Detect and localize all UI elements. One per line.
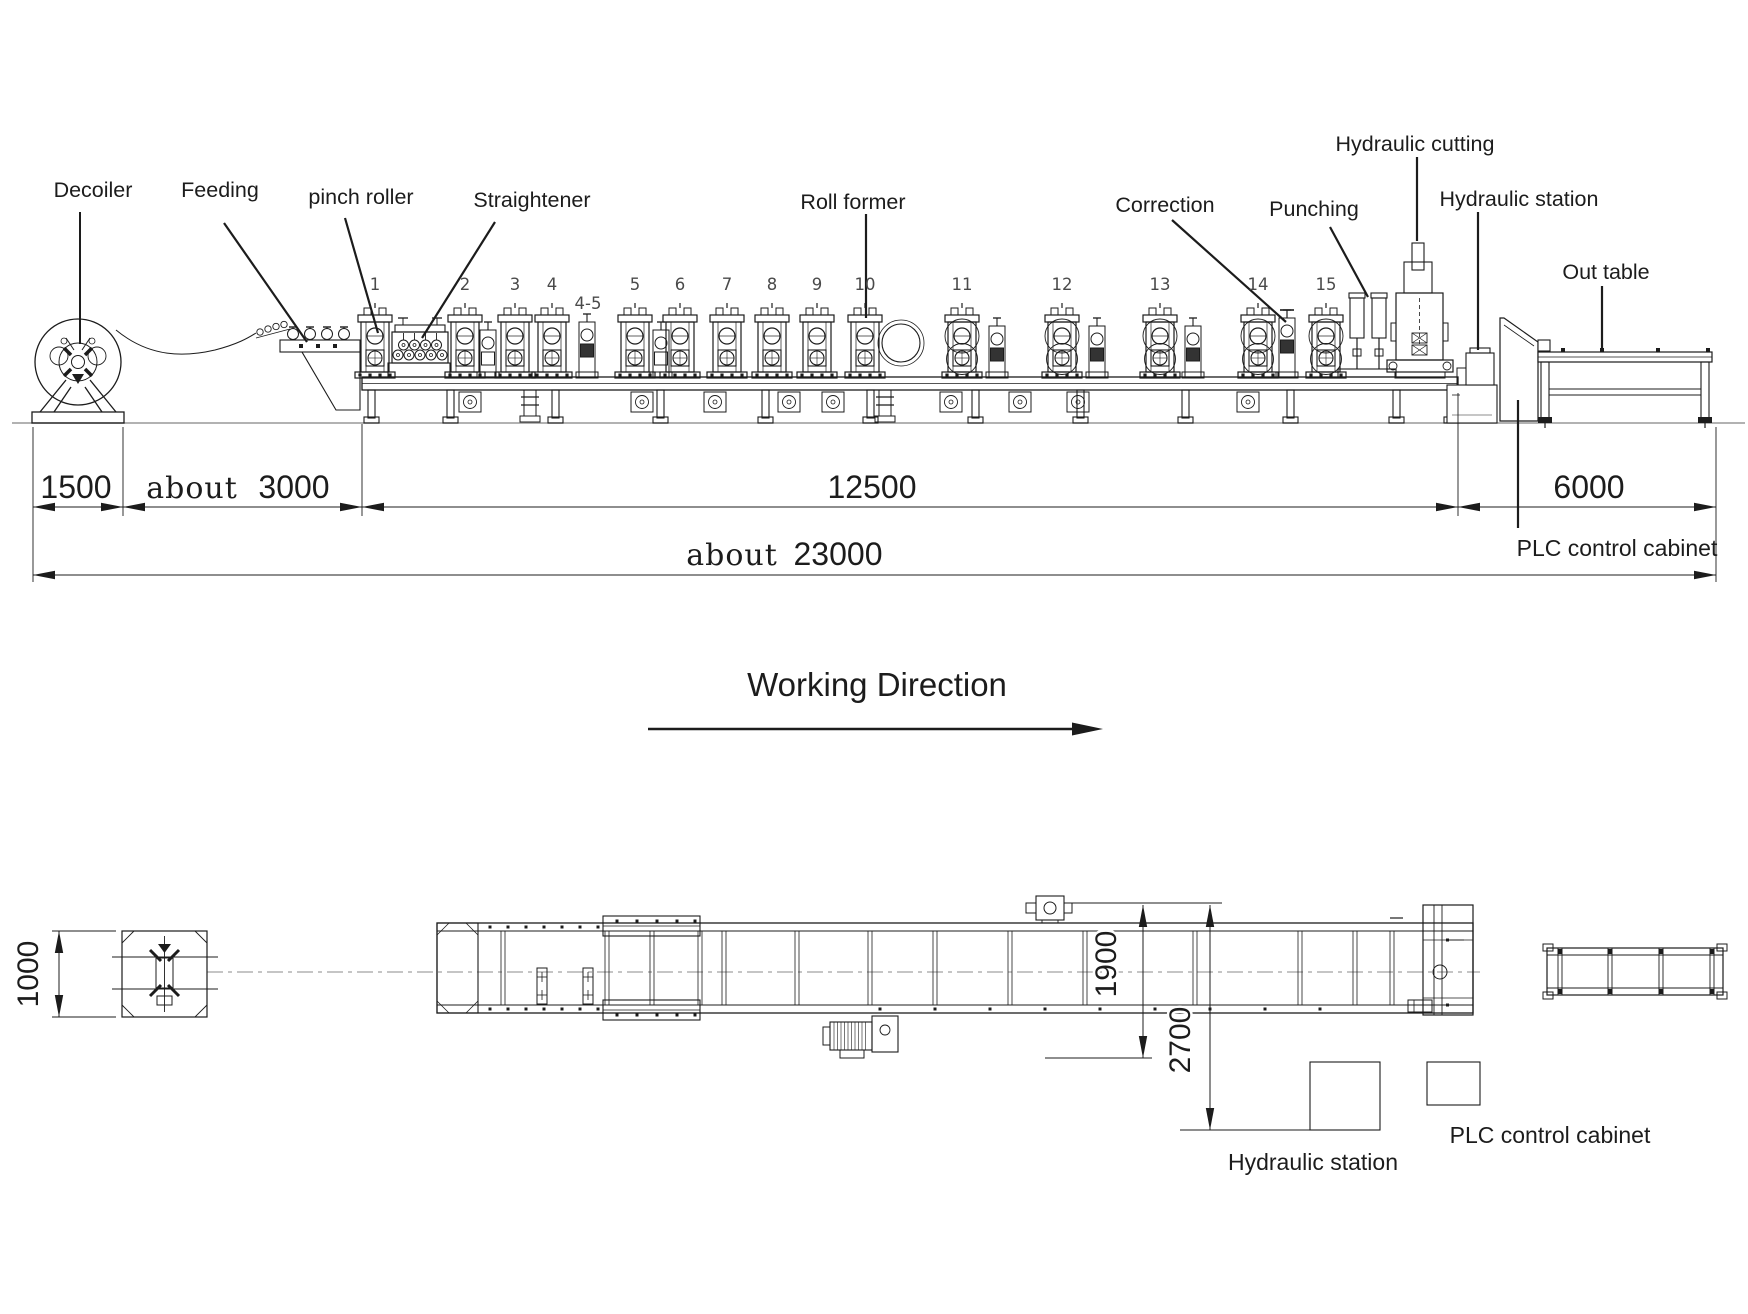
label-correction: Correction xyxy=(1115,193,1214,217)
stand-number: 7 xyxy=(722,275,733,294)
stand-number: 11 xyxy=(952,275,973,294)
feeding-table xyxy=(279,326,361,411)
stand-number: 1 xyxy=(370,275,381,294)
plan-dim-1000 xyxy=(52,930,116,1018)
dim-decoiler-width: 1000 xyxy=(12,941,45,1008)
plc-cabinet-plan xyxy=(1426,1061,1481,1106)
decoiler-plan xyxy=(112,930,218,1018)
dim-machine-width: 1900 xyxy=(1090,931,1123,998)
dim-total-prefix: about xyxy=(686,538,778,573)
mini-stand xyxy=(1085,317,1109,379)
label-pinch-roller: pinch roller xyxy=(308,185,413,209)
roll-stand xyxy=(444,303,486,379)
roll-stand xyxy=(1139,303,1181,379)
stand-number: 12 xyxy=(1052,275,1073,294)
plc-console-elevation xyxy=(1499,317,1551,422)
label-working-direction: Working Direction xyxy=(747,666,1007,703)
stand-number: 9 xyxy=(812,275,823,294)
hydraulic-station-plan xyxy=(1309,1061,1381,1131)
out-table-elevation xyxy=(1537,348,1713,428)
leader-lines xyxy=(79,157,1604,528)
strip-and-guide xyxy=(115,320,291,355)
dim-feeding-length: 3000 xyxy=(258,469,329,505)
label-hydraulic-station: Hydraulic station xyxy=(1440,187,1599,211)
dim-feeding-prefix: about xyxy=(146,471,238,506)
mini-stand xyxy=(1181,317,1205,379)
label-feeding: Feeding xyxy=(181,178,259,202)
decoiler-elevation xyxy=(31,318,125,424)
dim-out-length: 6000 xyxy=(1553,469,1624,505)
label-punching: Punching xyxy=(1269,197,1359,221)
roll-stand xyxy=(531,303,573,379)
roll-stand xyxy=(941,303,983,379)
stand-number: 14 xyxy=(1248,275,1269,294)
stand-number: 15 xyxy=(1316,275,1337,294)
label-hydraulic-cutting: Hydraulic cutting xyxy=(1336,132,1495,156)
dim-station-offset: 2700 xyxy=(1164,1007,1197,1074)
straightener-unit xyxy=(387,317,451,378)
elevation-dimensions xyxy=(32,393,1717,582)
roll-stand xyxy=(1041,303,1083,379)
stand-number: 3 xyxy=(510,275,521,294)
dim-main-length: 12500 xyxy=(828,469,917,505)
stand-number: 6 xyxy=(675,275,686,294)
stand-number: 10 xyxy=(855,275,876,294)
roll-stand xyxy=(1237,303,1279,379)
plan-cutter-block xyxy=(1390,904,1474,1016)
mini-stand xyxy=(575,313,599,379)
labels: Decoiler Feeding pinch roller Straighten… xyxy=(10,132,1718,1175)
hydraulic-cutter xyxy=(1386,242,1454,379)
dim-total-length: 23000 xyxy=(794,536,883,572)
label-plc-cabinet-plan: PLC control cabinet xyxy=(1450,1122,1651,1148)
label-decoiler: Decoiler xyxy=(54,178,133,202)
machine-bed xyxy=(361,376,1460,424)
dim-decoiler-length: 1500 xyxy=(40,469,111,505)
roll-stand xyxy=(614,303,656,379)
punching-unit xyxy=(1337,292,1397,378)
stand-number: 4 xyxy=(547,275,558,294)
roll-stand xyxy=(354,303,396,379)
roll-stand xyxy=(494,303,536,379)
hydraulic-station-elevation xyxy=(1446,347,1498,424)
label-roll-former: Roll former xyxy=(800,190,905,214)
stand-number: 4-5 xyxy=(575,294,602,313)
plan-motor xyxy=(822,1015,899,1059)
roll-stand xyxy=(1305,303,1347,379)
machine-bed-plan xyxy=(436,915,1474,1021)
roll-stand xyxy=(796,303,838,379)
mini-stand xyxy=(476,321,500,379)
label-plc-cabinet-elevation: PLC control cabinet xyxy=(1517,535,1718,561)
out-table-plan xyxy=(1542,943,1728,1000)
stand-number: 13 xyxy=(1150,275,1171,294)
mini-stand xyxy=(985,317,1009,379)
forming-roll xyxy=(877,319,925,367)
label-out-table: Out table xyxy=(1562,260,1649,284)
mini-stand xyxy=(1275,309,1299,379)
stand-number: 5 xyxy=(630,275,641,294)
mini-stand xyxy=(649,321,673,379)
machine-linework xyxy=(12,157,1745,1131)
working-direction-arrow xyxy=(648,722,1103,736)
roll-stand xyxy=(659,303,701,379)
label-straightener: Straightener xyxy=(473,188,590,212)
stand-number: 8 xyxy=(767,275,778,294)
roll-stand xyxy=(706,303,748,379)
plan-top-gearbox xyxy=(1025,895,1222,923)
stand-number: 2 xyxy=(460,275,471,294)
label-hydraulic-station-plan: Hydraulic station xyxy=(1228,1149,1398,1175)
roll-stand xyxy=(751,303,793,379)
